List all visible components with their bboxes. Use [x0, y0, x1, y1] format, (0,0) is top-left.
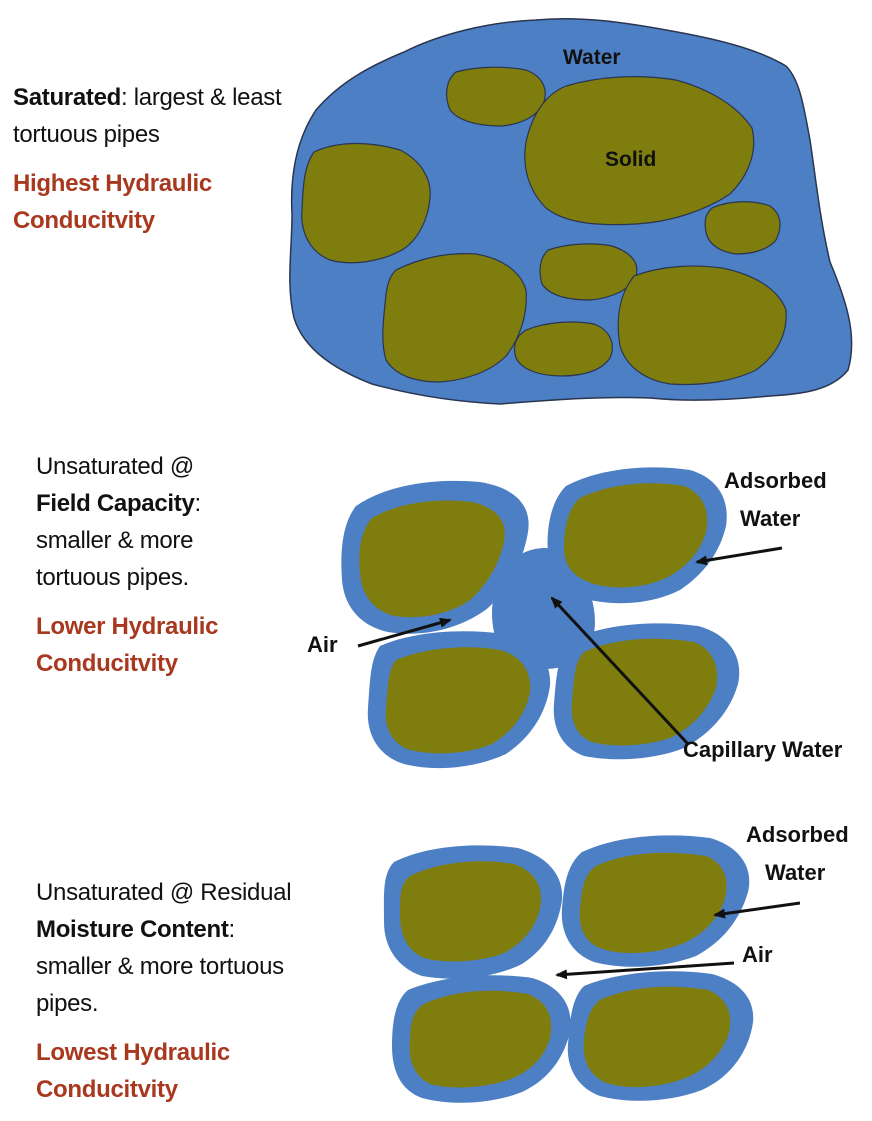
saturated-diagram: Water Solid [290, 19, 852, 404]
solid-grain [514, 322, 612, 376]
field-capacity-diagram: Adsorbed Water Air Capillary Water [307, 467, 843, 768]
water-label: Water [563, 46, 621, 69]
solid-grain [705, 202, 780, 254]
residual-diagram: Adsorbed Water Air [384, 822, 849, 1103]
adsorbed-water-label-2: Water [740, 506, 801, 531]
solid-label: Solid [605, 148, 656, 171]
adsorbed-water-label-2: Water [765, 860, 826, 885]
solid-grain [447, 67, 546, 126]
air-label: Air [742, 942, 773, 967]
adsorbed-water-label-1: Adsorbed [746, 822, 849, 847]
air-label: Air [307, 632, 338, 657]
capillary-water-label: Capillary Water [683, 737, 843, 762]
adsorbed-water-label-1: Adsorbed [724, 468, 827, 493]
solid-grain [618, 266, 786, 384]
